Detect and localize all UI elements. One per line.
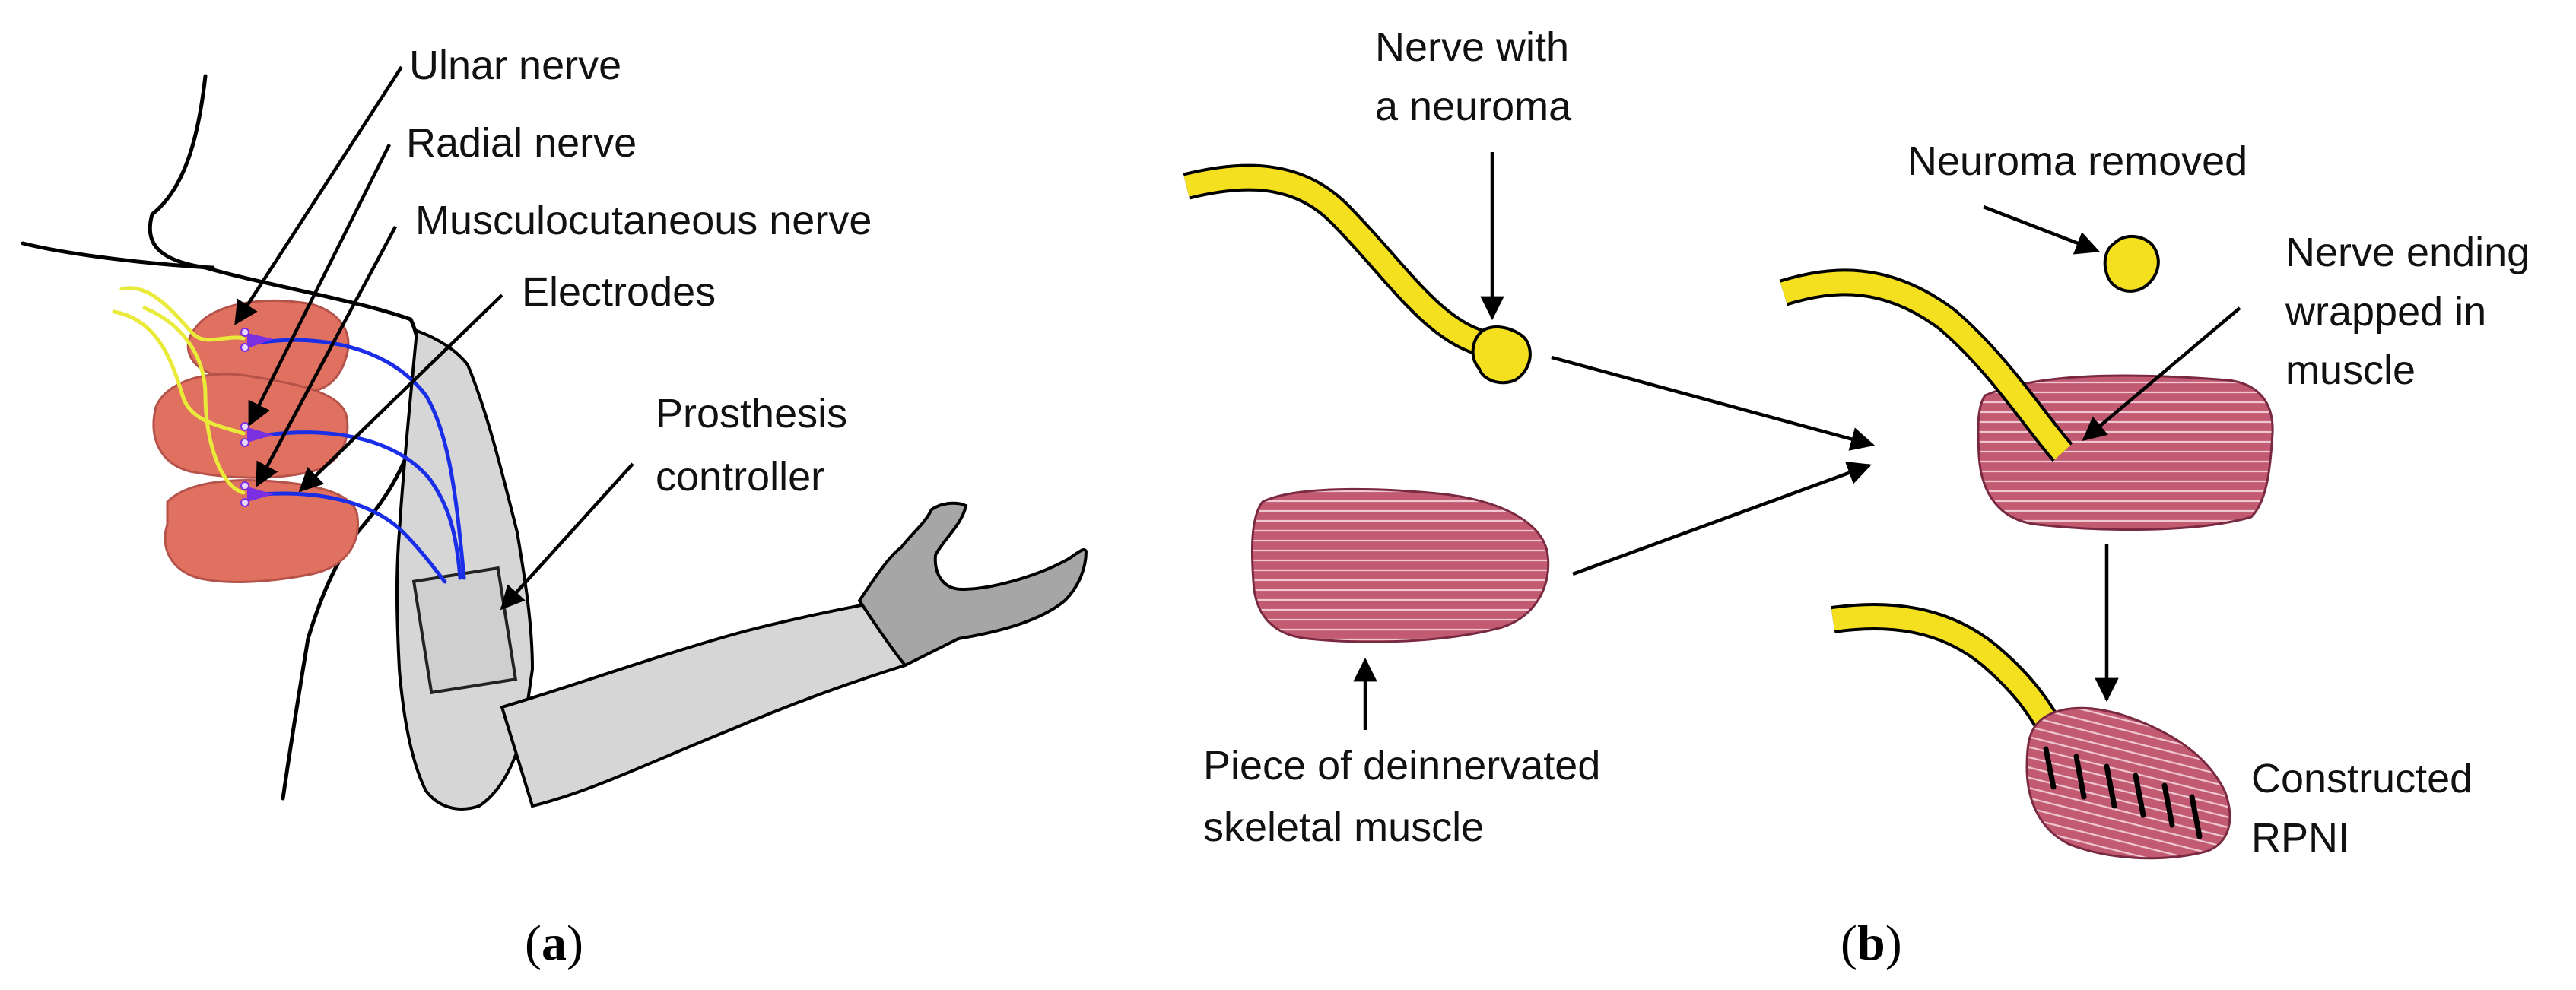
panel-b: Nerve with a neuroma Neuroma removed Ner… (1183, 24, 2530, 971)
label-musculocutaneous-nerve: Musculocutaneous nerve (415, 198, 872, 243)
nerve-radial (112, 309, 246, 436)
rpni-muscle (2025, 706, 2231, 860)
label-piece-line2: skeletal muscle (1203, 804, 1484, 850)
nerve-with-neuroma (1183, 163, 1532, 385)
muscle-flap-upper (186, 299, 350, 394)
arrow-musculo (256, 225, 397, 487)
label-constructed-line1: Constructed (2251, 756, 2473, 801)
label-nerve-with-line2: a neuroma (1375, 84, 1572, 129)
label-prosthesis-line1: Prosthesis (656, 391, 847, 436)
electrode-middle (240, 422, 274, 447)
arrow-controller (500, 462, 634, 611)
muscle-flaps (152, 299, 360, 583)
arrow-radial (247, 143, 392, 427)
label-constructed-line2: RPNI (2251, 815, 2349, 861)
electrode-lower (240, 481, 274, 507)
label-piece-line1: Piece of deinnervated (1203, 743, 1600, 789)
label-nerve-ending-line2: wrapped in (2285, 289, 2486, 335)
panel-b-arrows (1353, 152, 2241, 730)
prosthesis-hand (857, 501, 1088, 668)
arrow-neuroma-removed (1983, 205, 2100, 255)
label-electrodes: Electrodes (522, 269, 716, 315)
electrode-upper (240, 328, 274, 352)
neuroma (1471, 325, 1532, 385)
rpni-sutures (2043, 746, 2203, 839)
caption-a: (a) (525, 915, 583, 971)
arrow-nerve-ending (2082, 306, 2241, 442)
label-nerve-ending-line1: Nerve ending (2285, 230, 2530, 275)
label-nerve-with-line1: Nerve with (1375, 24, 1569, 70)
label-nerve-ending-line3: muscle (2285, 347, 2416, 393)
panel-a: Ulnar nerve Radial nerve Musculocutaneou… (21, 43, 1088, 971)
nerves (112, 286, 246, 495)
electrodes (240, 328, 274, 507)
prosthesis-forearm (500, 598, 907, 808)
caption-b: (b) (1841, 915, 1902, 971)
nerve-ulnar (119, 286, 246, 342)
nerve-musculo (142, 306, 246, 495)
electrode-wires (260, 338, 466, 584)
constructed-rpni (1831, 602, 2231, 860)
arrow-to-result-top (1551, 355, 1876, 451)
neuroma-removed (2103, 234, 2160, 293)
wrapped-nerve (1779, 268, 2073, 462)
arrow-electrodes (298, 294, 503, 493)
label-prosthesis-line2: controller (656, 454, 824, 500)
prosthesis-controller-box (411, 566, 518, 695)
muscle-flap-lower (164, 479, 360, 583)
label-neuroma-removed: Neuroma removed (1907, 138, 2247, 184)
arrow-to-result-bottom (1572, 461, 1872, 576)
label-radial-nerve: Radial nerve (406, 120, 637, 166)
label-ulnar-nerve: Ulnar nerve (409, 43, 621, 88)
arrow-ulnar (234, 65, 403, 325)
muscle-piece (1250, 487, 1550, 643)
panel-a-leader-arrows (234, 65, 634, 611)
